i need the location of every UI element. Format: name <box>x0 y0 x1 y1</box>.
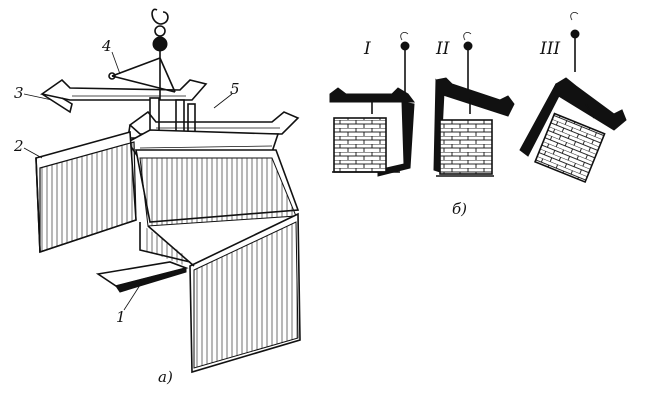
stage-label-I: I <box>363 39 371 59</box>
label-3: 3 <box>14 84 24 102</box>
brick-stack-left <box>35 130 137 254</box>
rear-beam-3 <box>40 78 208 114</box>
stage-label-II: II <box>435 39 450 59</box>
label-1: 1 <box>116 308 126 326</box>
stage-III: III <box>519 12 627 184</box>
fork-tine-1 <box>95 261 189 293</box>
stage-I: I <box>329 32 415 177</box>
crane-hook <box>151 8 169 58</box>
caption-a: а) <box>158 368 173 386</box>
label-4: 4 <box>101 37 112 55</box>
tilting-sequence: I II III б) <box>329 12 627 218</box>
caption-b: б) <box>452 200 467 218</box>
stage-II: II <box>433 32 515 177</box>
brick-stack-right <box>135 149 301 374</box>
pallet-gripper-illustration: 4 3 2 5 1 а) <box>13 8 301 386</box>
label-5: 5 <box>230 80 240 98</box>
label-2: 2 <box>13 137 24 155</box>
leader-lines <box>23 51 233 311</box>
stage-label-III: III <box>539 39 560 59</box>
sling-4 <box>108 57 176 100</box>
